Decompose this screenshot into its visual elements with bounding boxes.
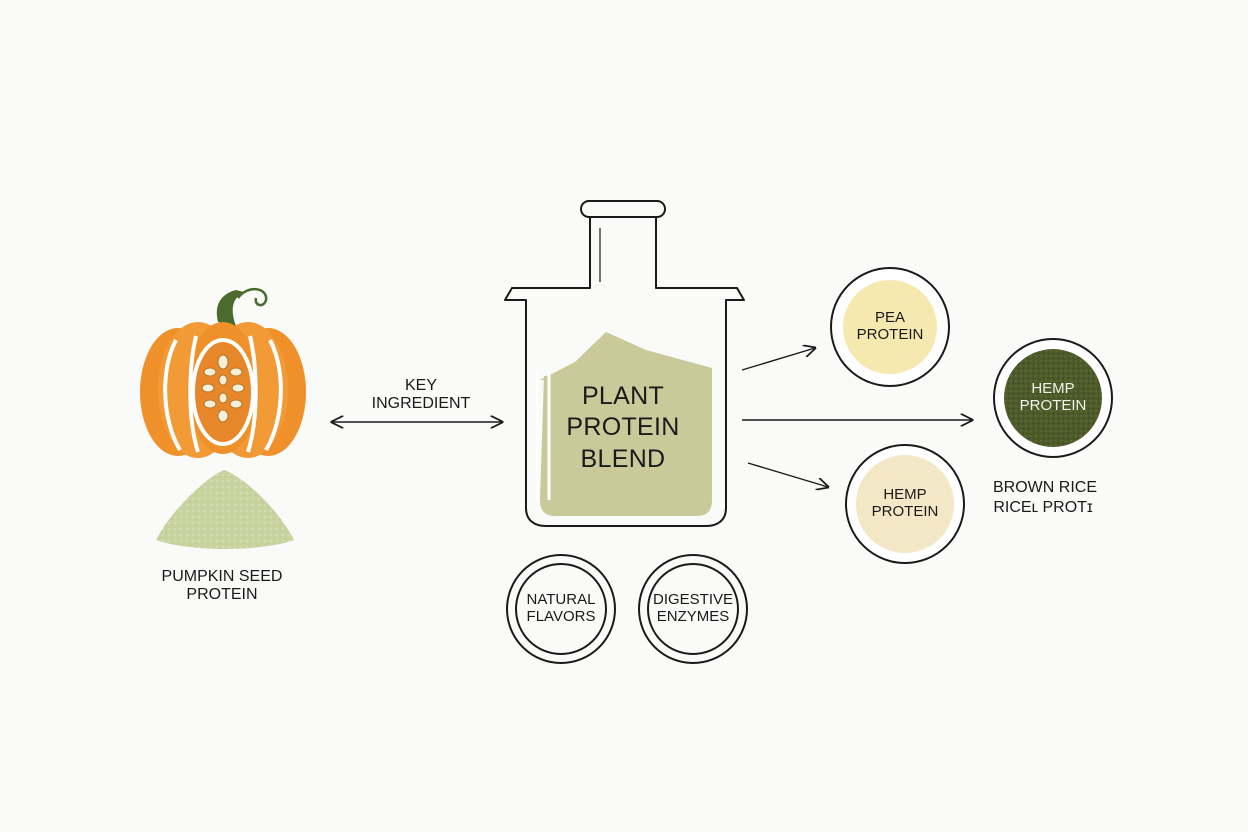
output-arrows	[741, 348, 972, 487]
key-ingredient-label: KEY INGREDIENT	[371, 377, 471, 412]
additive-circles	[506, 554, 748, 664]
pumpkin-icon	[140, 288, 306, 458]
plant-protein-blend-label: PLANT PROTEIN BLEND	[566, 382, 680, 473]
output-circles	[830, 267, 1113, 564]
hemp-protein-light-label: HEMP PROTEIN	[871, 486, 939, 520]
pea-protein-label: PEA PROTEIN	[856, 309, 924, 343]
digestive-enzymes-label: DIGESTIVE ENZYMES	[652, 591, 734, 625]
natural-flavors-label: NATURAL FLAVORS	[526, 591, 596, 625]
seed-powder-pile-icon	[156, 470, 294, 549]
brown-rice-label: BROWN RICE	[993, 479, 1097, 497]
pumpkin-seed-protein-label: PUMPKIN SEED PROTEIN	[161, 568, 283, 603]
brown-rice-label-line2: RICEʟ PROTɪ	[993, 499, 1093, 517]
hemp-protein-dark-label: HEMP PROTEIN	[1019, 380, 1087, 414]
beaker-icon	[504, 200, 745, 527]
